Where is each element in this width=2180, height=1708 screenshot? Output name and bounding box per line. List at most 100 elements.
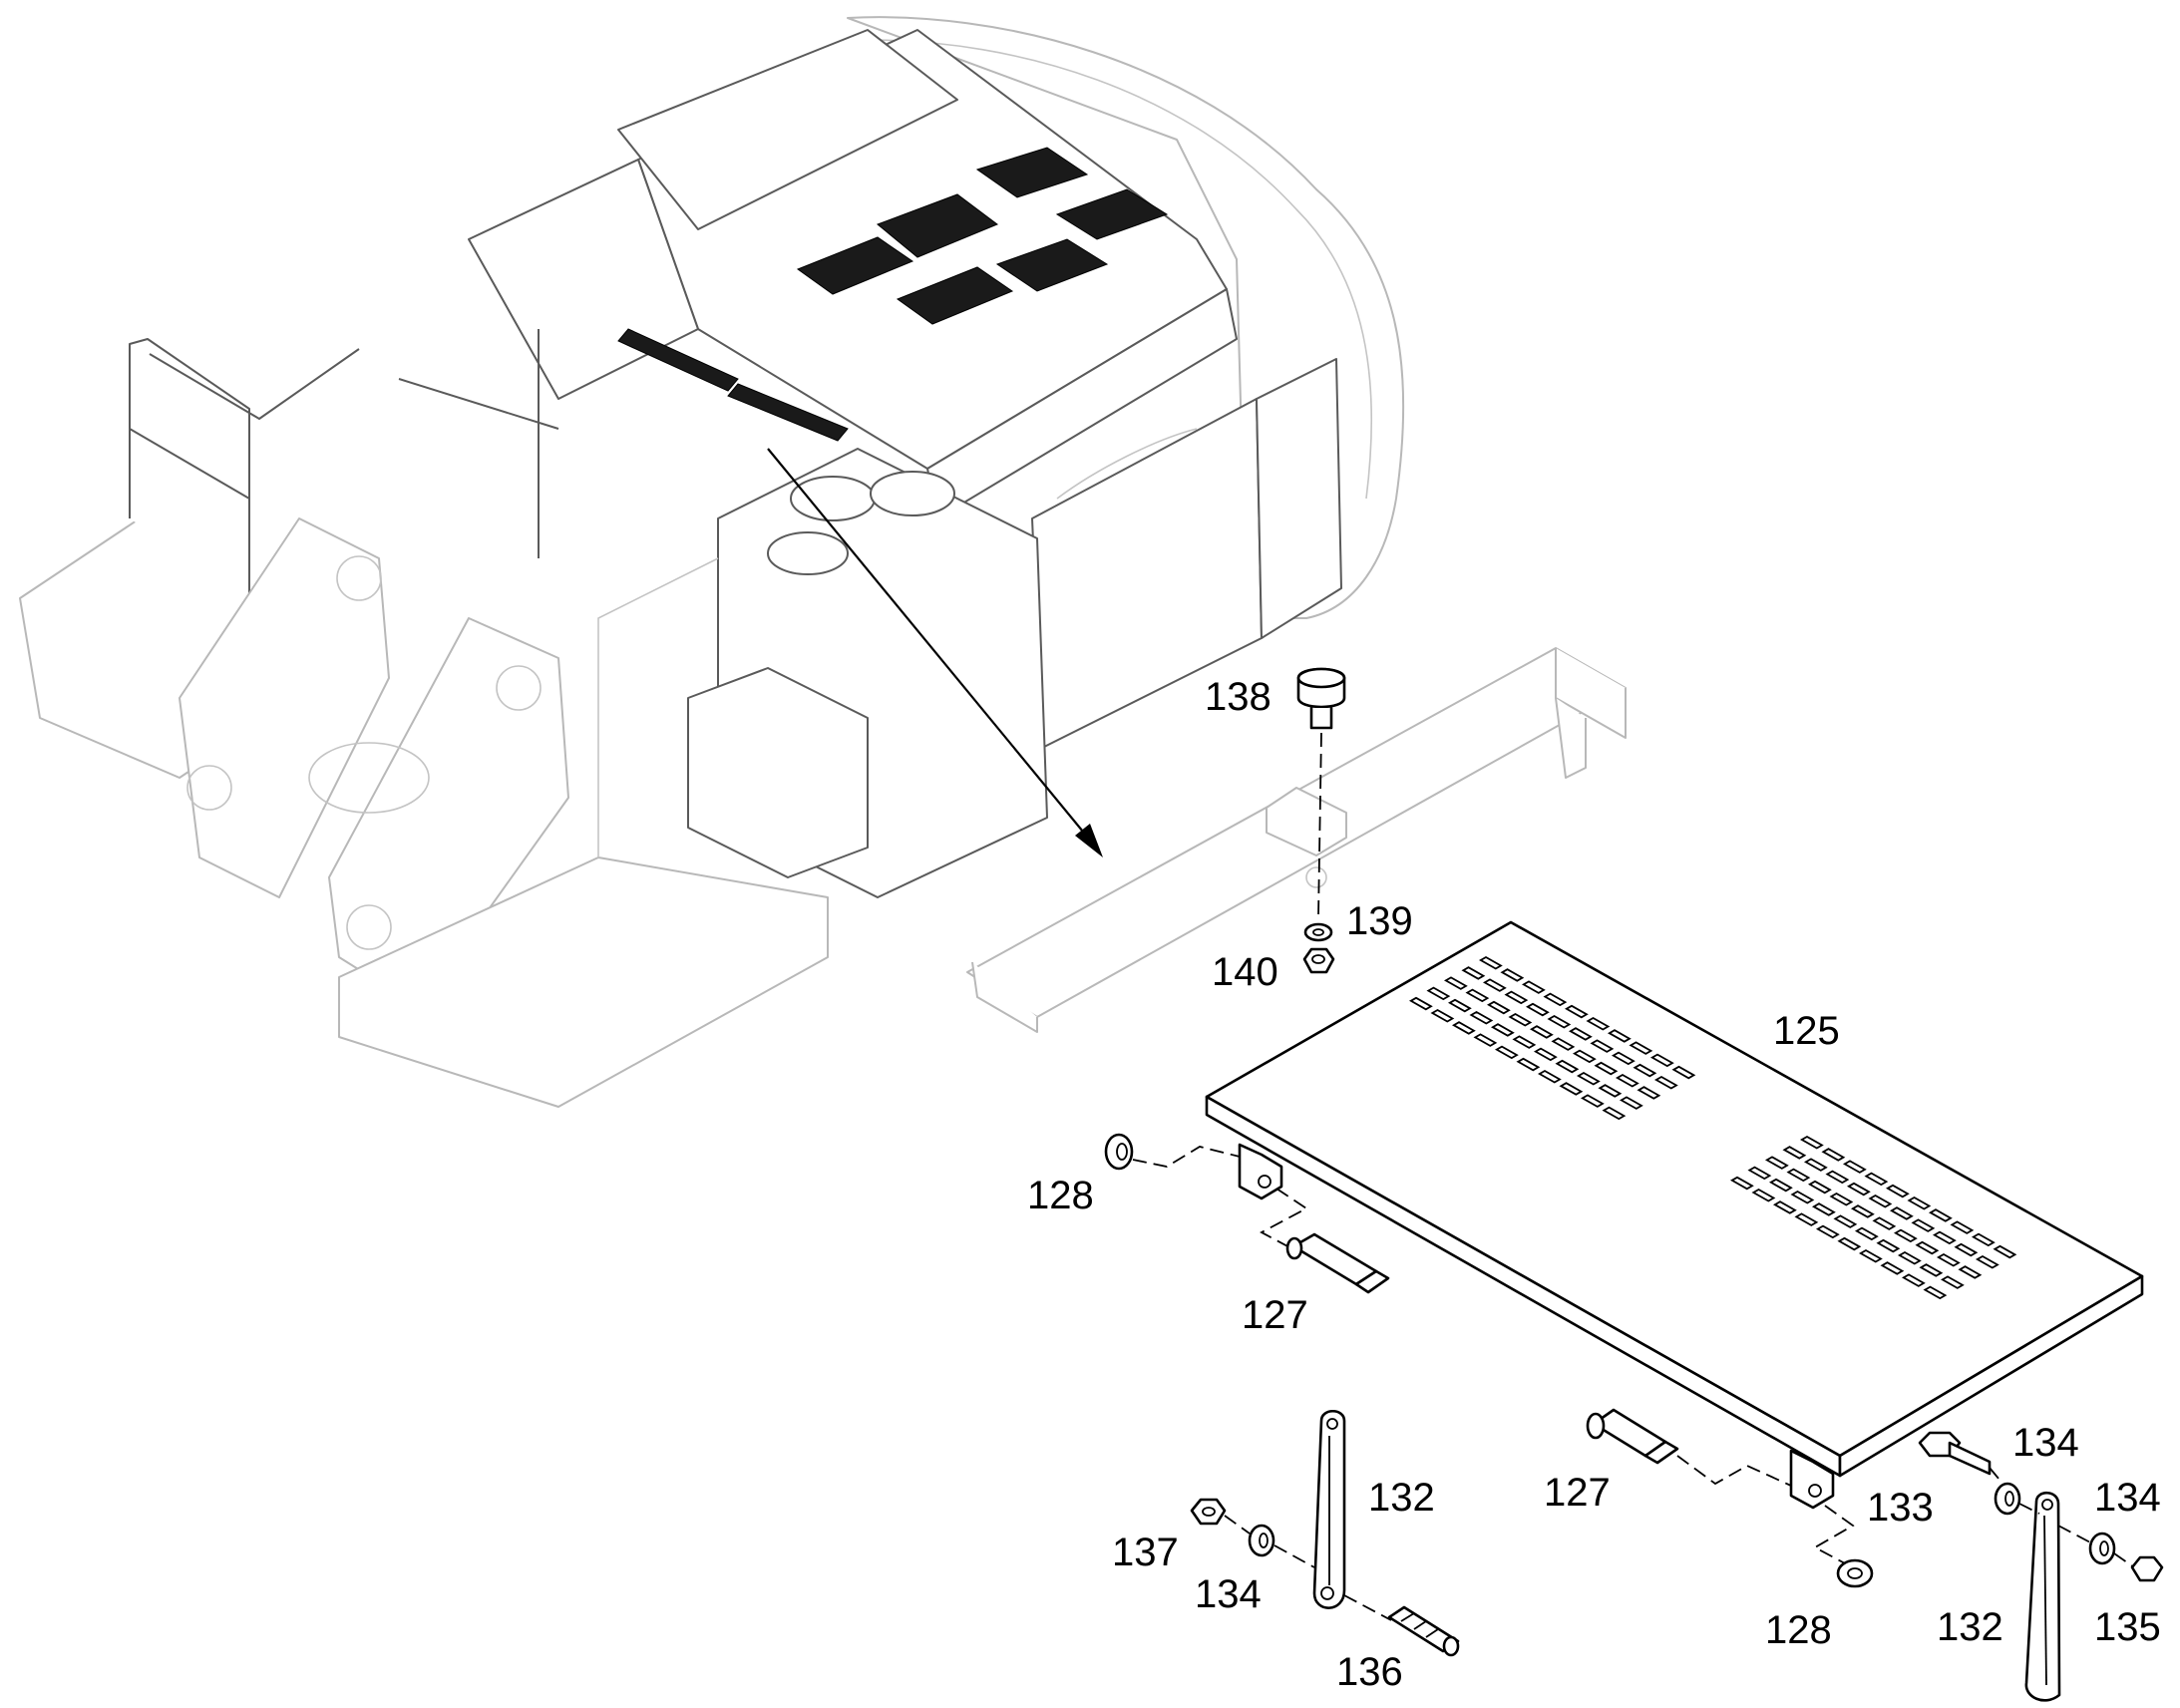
plate-slot: [1671, 1065, 1696, 1080]
plate-slot: [1854, 1226, 1879, 1241]
part-133-bolt: [1918, 1431, 2005, 1487]
plate-slot: [1786, 1168, 1811, 1183]
plate-slot: [1807, 1180, 1832, 1195]
plate-slot: [1993, 1244, 2017, 1259]
plate-slot: [1486, 1000, 1511, 1015]
plate-slot: [1825, 1170, 1850, 1185]
callout-128-left: 128: [1027, 1174, 1094, 1217]
callout-127-right: 127: [1544, 1471, 1611, 1515]
plate-slot: [1568, 1027, 1593, 1041]
plate-slot: [1747, 1166, 1772, 1181]
callout-133: 133: [1867, 1486, 1934, 1530]
part-134-washer-a: [1994, 1482, 2021, 1516]
plate-slot: [1529, 1025, 1554, 1039]
part-137-nut: [1190, 1498, 1315, 1568]
plate-slot: [1821, 1148, 1846, 1162]
plate-slot: [1465, 988, 1490, 1003]
plate-slot: [1940, 1275, 1965, 1289]
callout-127-left: 127: [1242, 1293, 1308, 1337]
plate-slot: [1950, 1220, 1975, 1234]
boom-bracket-left: [179, 517, 390, 898]
side-door-right: [1256, 358, 1342, 639]
part-132-strap-right: [2024, 1491, 2061, 1702]
part-132-strap-left: [1312, 1409, 1346, 1609]
plate-slot: [1889, 1206, 1914, 1220]
plate-slot: [1794, 1212, 1819, 1226]
plate-slot: [1461, 966, 1486, 980]
plate-slot: [1537, 1069, 1562, 1084]
callout-134-a: 134: [2012, 1421, 2079, 1465]
plate-slot: [1915, 1240, 1940, 1255]
plate-slot: [1408, 996, 1433, 1011]
part-127-pin-left: [1260, 1188, 1390, 1294]
plate-slot: [1901, 1273, 1926, 1287]
plate-slot: [1602, 1106, 1627, 1121]
plate-slot: [1653, 1075, 1678, 1090]
plate-slot: [1633, 1063, 1657, 1078]
plate-slot: [1923, 1285, 1948, 1300]
callout-137: 137: [1112, 1531, 1179, 1574]
plate-slot: [1469, 1010, 1494, 1025]
plate-slot: [1580, 1094, 1605, 1108]
part-127-pin-right: [1586, 1408, 1792, 1487]
plate-slot: [1893, 1228, 1918, 1243]
plate-slot: [1547, 1014, 1572, 1029]
plate-slots-front: [1729, 1135, 2017, 1300]
hinge-bracket-left: [1238, 1143, 1283, 1200]
battery-box: [687, 667, 869, 878]
plate-slot: [1426, 986, 1451, 1001]
part-128-washer-left: [1104, 1133, 1241, 1171]
plate-slot: [1551, 1037, 1576, 1051]
plate-slot: [1846, 1182, 1871, 1196]
plate-slot: [1447, 998, 1472, 1013]
plate-slot: [1954, 1242, 1979, 1257]
plate-slot: [1971, 1232, 1996, 1247]
plate-slot: [1478, 955, 1503, 970]
plate-slot: [1590, 1039, 1615, 1053]
assembly-arrow: [767, 448, 1103, 857]
plate-slot: [1543, 992, 1568, 1007]
plate-slot: [1564, 1004, 1589, 1019]
plate-slot: [1504, 990, 1529, 1005]
plate-slot: [1782, 1146, 1807, 1160]
handrail: [129, 338, 360, 598]
plate-slot: [1508, 1012, 1533, 1027]
part-125-step-plate: [1205, 920, 2144, 1510]
plate-slot: [1594, 1061, 1619, 1076]
plate-slot: [1936, 1252, 1961, 1267]
part-139-washer: [1303, 922, 1333, 942]
callout-140: 140: [1212, 950, 1278, 994]
plate-slot: [1897, 1250, 1922, 1265]
plate-slot: [1829, 1192, 1854, 1206]
callout-135: 135: [2094, 1605, 2161, 1649]
plate-slot: [1729, 1176, 1754, 1191]
plate-slot: [1533, 1047, 1558, 1062]
plate-slot: [1649, 1053, 1674, 1068]
callout-125: 125: [1773, 1009, 1840, 1053]
callout-labels: 125 127 127 128 128 132 132 133 134 134 …: [1027, 675, 2161, 1694]
hinge-bracket-right: [1789, 1449, 1835, 1510]
plate-slot: [1833, 1214, 1858, 1228]
plate-slot: [1521, 980, 1546, 994]
plate-slot: [1975, 1254, 1999, 1269]
plate-slot: [1932, 1230, 1957, 1245]
leader-134-132: [2018, 1503, 2093, 1544]
tank-cap-3: [767, 531, 849, 575]
plate-slot: [1768, 1178, 1793, 1193]
arrow-head: [1075, 824, 1103, 857]
plate-slot: [1811, 1202, 1836, 1216]
plate-slot: [1858, 1248, 1883, 1263]
support-rail: [966, 647, 1627, 1033]
plate-slot: [1611, 1051, 1635, 1066]
plate-slot: [1850, 1204, 1875, 1218]
part-140-nut: [1302, 947, 1335, 974]
plate-slot: [1516, 1057, 1541, 1072]
callout-139: 139: [1346, 899, 1413, 943]
plate-slot: [1837, 1236, 1862, 1251]
plate-slot: [1842, 1160, 1867, 1174]
plate-slot: [1799, 1135, 1824, 1150]
plate-slot: [1619, 1096, 1643, 1110]
plate-slot: [1876, 1238, 1901, 1253]
plate-slot: [1512, 1035, 1537, 1049]
plate-slot: [1751, 1188, 1776, 1202]
